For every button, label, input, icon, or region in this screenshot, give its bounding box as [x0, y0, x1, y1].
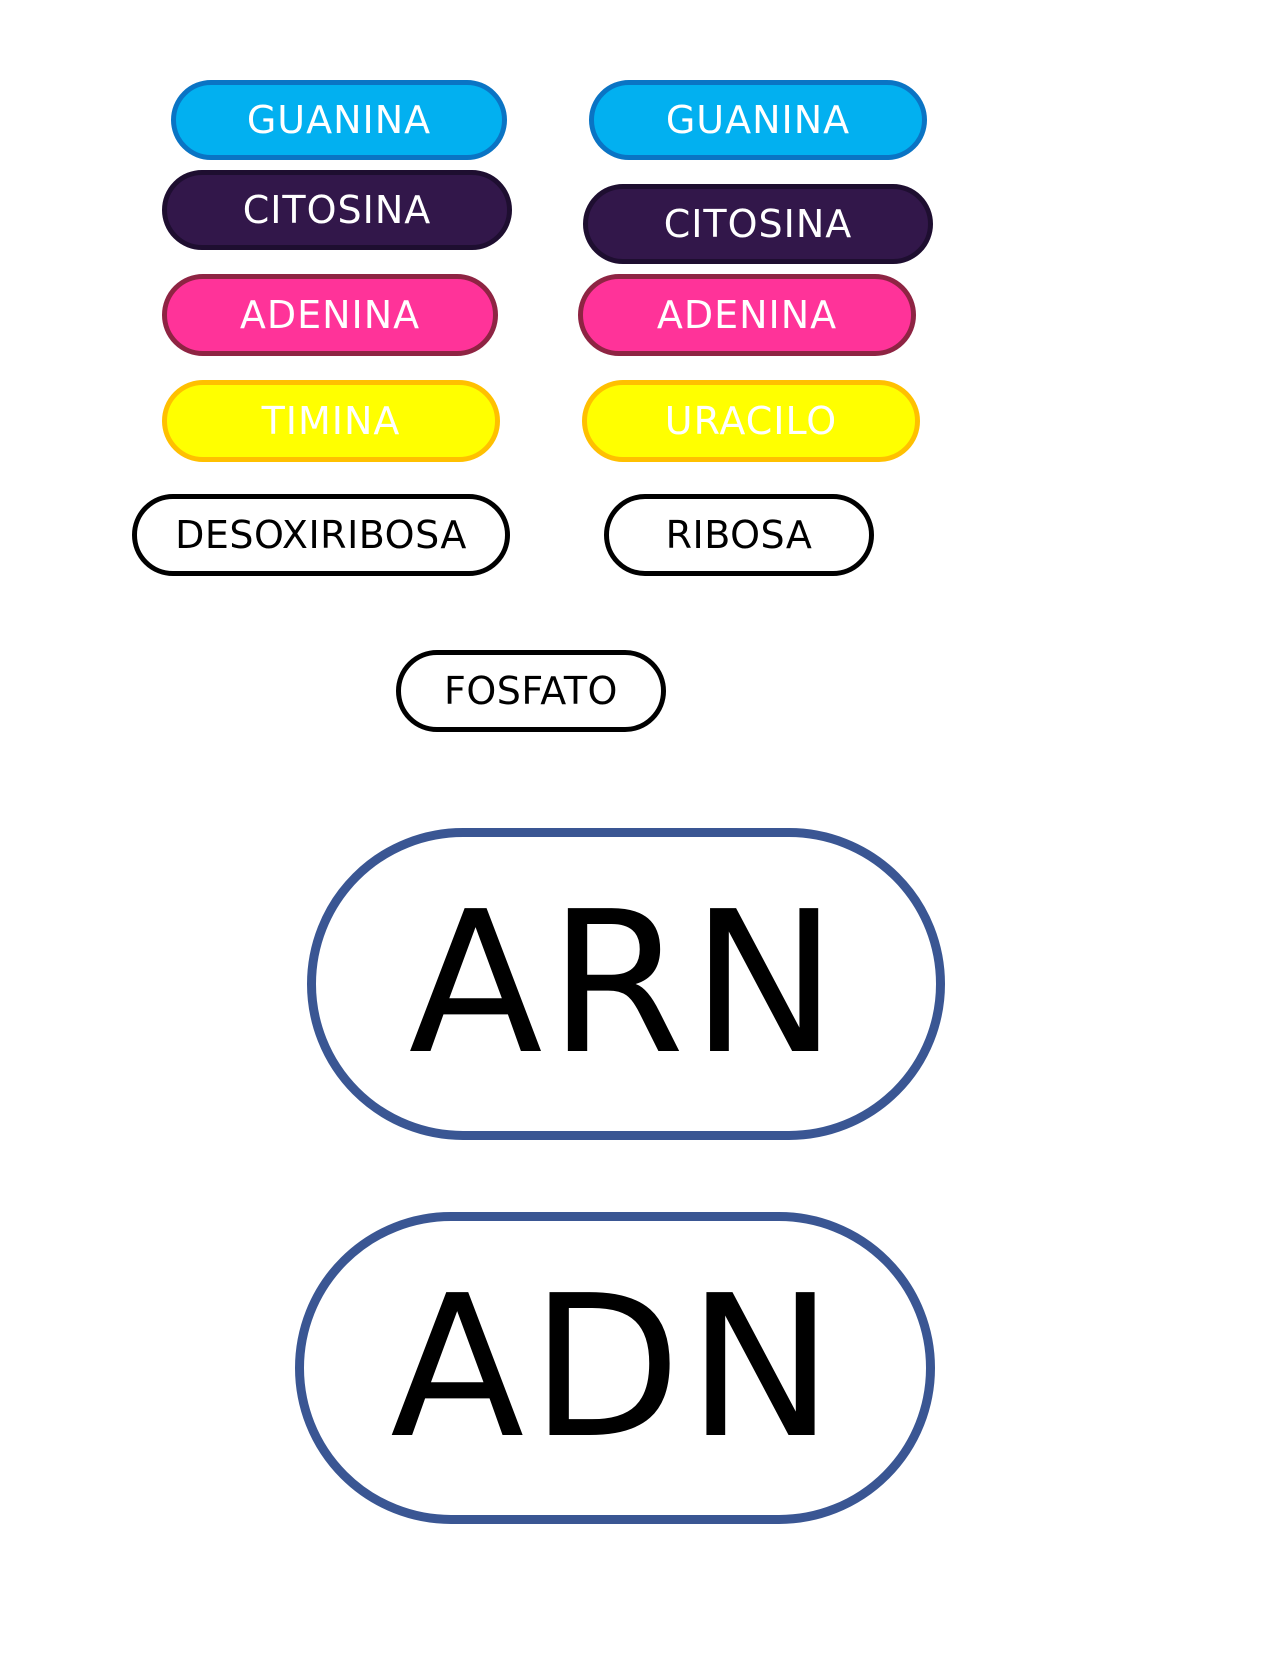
guanina-label-right: GUANINA	[665, 98, 851, 142]
adenina-label-right: ADENINA	[656, 293, 838, 337]
uracilo-label: URACILO	[664, 399, 838, 443]
uracilo-tile[interactable]: URACILO	[582, 380, 920, 462]
citosina-tile-right[interactable]: CITOSINA	[583, 184, 933, 264]
citosina-label-right: CITOSINA	[663, 202, 853, 246]
arn-drop-target[interactable]: ARN	[307, 828, 945, 1140]
citosina-label-left: CITOSINA	[242, 188, 432, 232]
guanina-tile-left[interactable]: GUANINA	[171, 80, 507, 160]
adenina-tile-left[interactable]: ADENINA	[162, 274, 498, 356]
fosfato-tile[interactable]: FOSFATO	[396, 650, 666, 732]
desoxirribosa-tile[interactable]: DESOXIRIBOSA	[132, 494, 510, 576]
guanina-tile-right[interactable]: GUANINA	[589, 80, 927, 160]
adenina-tile-right[interactable]: ADENINA	[578, 274, 916, 356]
adn-drop-target[interactable]: ADN	[295, 1212, 935, 1524]
guanina-label-left: GUANINA	[246, 98, 432, 142]
ribosa-tile[interactable]: RIBOSA	[604, 494, 874, 576]
citosina-tile-left[interactable]: CITOSINA	[162, 170, 512, 250]
adenina-label-left: ADENINA	[239, 293, 421, 337]
adn-label: ADN	[390, 1254, 840, 1482]
timina-tile[interactable]: TIMINA	[162, 380, 500, 462]
desoxirribosa-label: DESOXIRIBOSA	[175, 513, 467, 557]
arn-label: ARN	[408, 870, 844, 1098]
ribosa-label: RIBOSA	[665, 513, 813, 557]
timina-label: TIMINA	[261, 399, 401, 443]
fosfato-label: FOSFATO	[444, 669, 618, 713]
